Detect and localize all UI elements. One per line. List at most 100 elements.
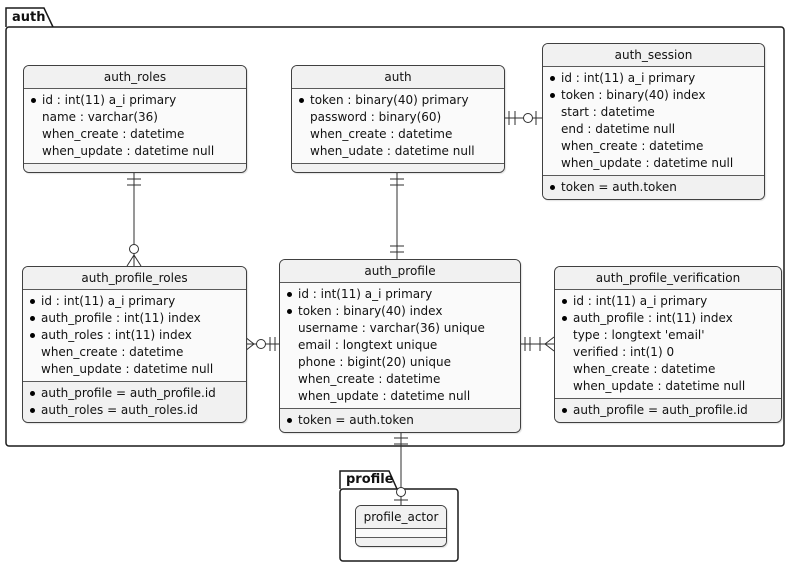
key-dot-icon [287, 418, 292, 423]
attribute-row: when_update : datetime null [26, 361, 243, 378]
attribute-text: when_update : datetime null [573, 379, 746, 393]
attribute-text: id : int(11) a_i primary [42, 93, 177, 107]
attribute-text: when_create : datetime [298, 372, 441, 386]
relationship-auth-auth_profile [390, 171, 404, 259]
constraint-text: token = auth.token [561, 180, 677, 194]
attribute-text: when_update : datetime null [298, 389, 471, 403]
entity-title-auth-profile: auth_profile [280, 260, 520, 283]
constraint-text: auth_profile = auth_profile.id [41, 386, 216, 400]
attribute-row: auth_profile : int(11) index [558, 310, 778, 327]
entity-title-profile-actor: profile_actor [356, 506, 446, 529]
attribute-text: end : datetime null [561, 122, 676, 136]
attribute-row: end : datetime null [546, 121, 761, 138]
attribute-row: when_create : datetime [295, 126, 501, 143]
attribute-row: when_create : datetime [546, 138, 761, 155]
relationship-auth_profile-profile_actor [394, 431, 408, 505]
attribute-text: when_create : datetime [561, 139, 704, 153]
no-key-spacer-icon [550, 144, 555, 149]
attribute-text: when_update : datetime null [41, 362, 214, 376]
attribute-row: when_create : datetime [283, 371, 517, 388]
entity-auth-session: auth_session id : int(11) a_i primary to… [542, 43, 765, 200]
attribute-row: when_update : datetime null [27, 143, 243, 160]
constraint-row: token = auth.token [283, 412, 517, 429]
no-key-spacer-icon [31, 115, 36, 120]
no-key-spacer-icon [550, 110, 555, 115]
key-dot-icon [30, 391, 35, 396]
entity-title-auth: auth [292, 66, 504, 89]
attribute-text: email : longtext unique [298, 338, 438, 352]
attribute-text: when_update : datetime null [561, 156, 734, 170]
empty-constraints-section [356, 537, 446, 546]
attribute-text: when_create : datetime [310, 127, 453, 141]
attribute-text: auth_roles : int(11) index [41, 328, 192, 342]
entity-title-auth-profile-roles: auth_profile_roles [23, 267, 246, 290]
attributes-section: id : int(11) a_i primary token : binary(… [543, 67, 764, 175]
attribute-row: name : varchar(36) [27, 109, 243, 126]
attribute-row: when_update : datetime null [546, 155, 761, 172]
attribute-row: when_create : datetime [27, 126, 243, 143]
no-key-spacer-icon [30, 350, 35, 355]
attribute-text: username : varchar(36) unique [298, 321, 485, 335]
attribute-row: auth_profile : int(11) index [26, 310, 243, 327]
attribute-text: auth_profile : int(11) index [41, 311, 201, 325]
key-dot-icon [30, 316, 35, 321]
attribute-row: when_create : datetime [26, 344, 243, 361]
constraint-text: token = auth.token [298, 413, 414, 427]
no-key-spacer-icon [287, 360, 292, 365]
attribute-text: password : binary(60) [310, 110, 442, 124]
key-dot-icon [299, 98, 304, 103]
attribute-text: when_create : datetime [41, 345, 184, 359]
attribute-text: start : datetime [561, 105, 655, 119]
key-dot-icon [562, 316, 567, 321]
attributes-section: id : int(11) a_i primary token : binary(… [280, 283, 520, 408]
no-key-spacer-icon [550, 127, 555, 132]
constraint-row: token = auth.token [546, 179, 761, 196]
attributes-section: id : int(11) a_i primary auth_profile : … [23, 290, 246, 381]
attribute-row: type : longtext 'email' [558, 327, 778, 344]
key-dot-icon [31, 98, 36, 103]
attribute-row: username : varchar(36) unique [283, 320, 517, 337]
attribute-text: id : int(11) a_i primary [298, 287, 433, 301]
attribute-row: phone : bigint(20) unique [283, 354, 517, 371]
attribute-text: id : int(11) a_i primary [561, 71, 696, 85]
attribute-text: token : binary(40) primary [310, 93, 469, 107]
constraints-section: token = auth.token [280, 408, 520, 432]
no-key-spacer-icon [287, 377, 292, 382]
key-dot-icon [287, 292, 292, 297]
no-key-spacer-icon [299, 115, 304, 120]
relationship-auth_profile_roles-auth_profile [244, 336, 279, 352]
attribute-row: start : datetime [546, 104, 761, 121]
no-key-spacer-icon [562, 350, 567, 355]
no-key-spacer-icon [550, 161, 555, 166]
key-dot-icon [562, 299, 567, 304]
key-dot-icon [30, 408, 35, 413]
attributes-section: id : int(11) a_i primary name : varchar(… [24, 89, 246, 163]
package-profile-label: profile [346, 472, 394, 487]
attribute-row: when_create : datetime [558, 361, 778, 378]
attribute-row: when_update : datetime null [283, 388, 517, 405]
key-dot-icon [30, 333, 35, 338]
key-dot-icon [550, 185, 555, 190]
attribute-text: auth_profile : int(11) index [573, 311, 733, 325]
constraints-section: auth_profile = auth_profile.id auth_role… [23, 381, 246, 422]
no-key-spacer-icon [299, 149, 304, 154]
no-key-spacer-icon [562, 384, 567, 389]
no-key-spacer-icon [31, 149, 36, 154]
entity-auth-profile-verification: auth_profile_verification id : int(11) a… [554, 266, 782, 423]
no-key-spacer-icon [562, 333, 567, 338]
attribute-text: when_create : datetime [573, 362, 716, 376]
attribute-text: id : int(11) a_i primary [573, 294, 708, 308]
attribute-text: when_create : datetime [42, 127, 185, 141]
attribute-row: token : binary(40) primary [295, 92, 501, 109]
attribute-text: id : int(11) a_i primary [41, 294, 176, 308]
attribute-text: phone : bigint(20) unique [298, 355, 452, 369]
entity-auth-profile-roles: auth_profile_roles id : int(11) a_i prim… [22, 266, 247, 423]
empty-constraints-section [292, 163, 504, 172]
constraint-text: auth_profile = auth_profile.id [573, 403, 748, 417]
attribute-row: when_update : datetime null [558, 378, 778, 395]
attribute-row: id : int(11) a_i primary [283, 286, 517, 303]
key-dot-icon [287, 309, 292, 314]
attribute-row: email : longtext unique [283, 337, 517, 354]
attributes-section: id : int(11) a_i primary auth_profile : … [555, 290, 781, 398]
attribute-row: id : int(11) a_i primary [27, 92, 243, 109]
